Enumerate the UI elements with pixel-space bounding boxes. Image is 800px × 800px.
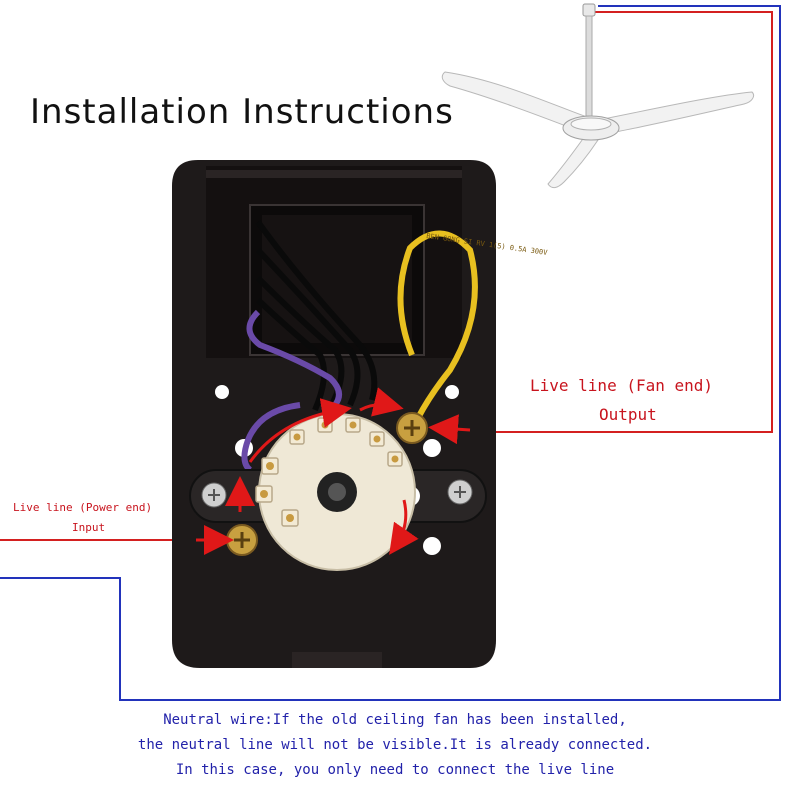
- live-wire-fan-end: [428, 11, 773, 433]
- fan-end-output-label: Output: [599, 405, 657, 424]
- red-arrow-icon: [196, 387, 471, 555]
- ceiling-fan-icon: [441, 3, 755, 189]
- purple-wire: [241, 309, 342, 473]
- neutral-wire: [0, 5, 781, 701]
- input-terminal-screw: [226, 524, 258, 556]
- neutral-note-line1: Neutral wire:If the old ceiling fan has …: [163, 712, 627, 728]
- page-title: Installation Instructions: [30, 92, 454, 132]
- output-terminal-screw: [396, 412, 428, 444]
- yellow-wire: [397, 230, 478, 420]
- fan-end-label: Live line (Fan end): [530, 376, 714, 395]
- neutral-note-line2: the neutral line will not be visible.It …: [137, 737, 653, 753]
- power-end-label: Live line (Power end): [13, 501, 153, 514]
- power-end-input-label: Input: [72, 521, 106, 534]
- neutral-note-line3: In this case, you only need to connect t…: [175, 762, 615, 778]
